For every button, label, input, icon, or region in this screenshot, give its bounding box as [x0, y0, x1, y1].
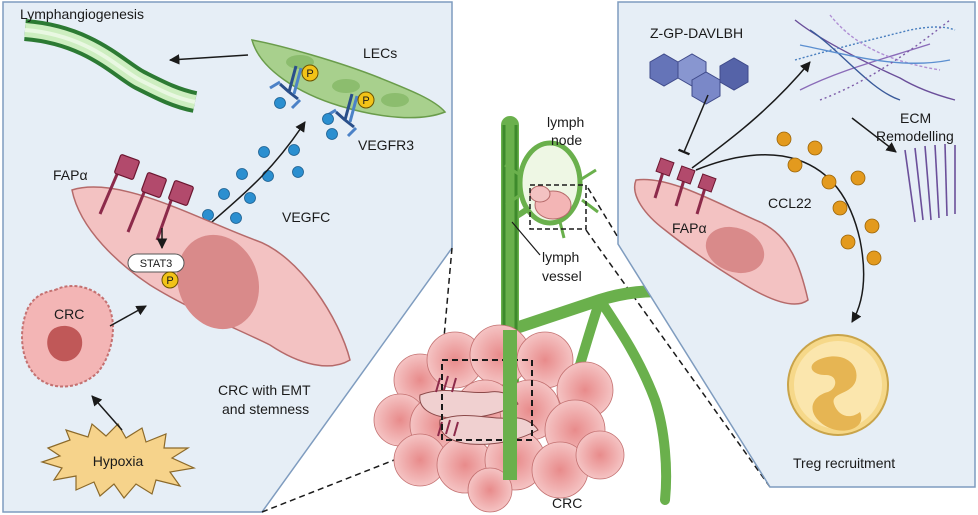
- svg-text:STAT3: STAT3: [140, 258, 173, 270]
- arrow-to-ecm: [691, 61, 811, 169]
- lymph-node-label-line2: node: [551, 132, 582, 148]
- lymph-node: [504, 140, 599, 239]
- fap-receptors-right: [653, 157, 717, 215]
- ccl22-label: CCL22: [768, 195, 812, 211]
- center-scene: lymph node lymph vessel: [261, 114, 771, 513]
- lec-cell: [250, 39, 447, 119]
- hypoxia-burst: [40, 422, 197, 499]
- right-panel-background: [617, 1, 976, 488]
- lymphatic-vessel-tube: [23, 19, 198, 113]
- svg-text:P: P: [166, 275, 173, 287]
- svg-text:P: P: [306, 68, 313, 80]
- stat3-node: STAT3 P: [127, 253, 185, 289]
- fap-left-label: FAPα: [53, 167, 88, 183]
- ecm-label-line1: ECM: [900, 110, 931, 126]
- phospho-badge-1: P: [301, 64, 319, 82]
- fap-receptors-left: [98, 154, 194, 241]
- treg-cell: [787, 334, 889, 436]
- fibroblast-right: [634, 178, 809, 305]
- treg-label: Treg recruitment: [793, 455, 895, 471]
- arrow-to-lymphangiogenesis: [168, 54, 249, 65]
- drug-molecule: [649, 53, 749, 105]
- emt-cell: [71, 186, 351, 367]
- arrow-crc-to-emt: [109, 305, 147, 327]
- arrow-to-treg: [695, 154, 865, 323]
- ecm-label-line2: Remodelling: [876, 128, 954, 144]
- zoom-line-right-bottom: [585, 229, 771, 488]
- lecs-label: LECs: [363, 45, 397, 61]
- ecm-fibers: [794, 14, 956, 101]
- fap-right-label: FAPα: [672, 220, 707, 236]
- left-panel: Lymphangiogenesis LECs P P VE: [2, 1, 453, 513]
- right-panel: Z-GP-DAVLBH ECM Remodelling: [617, 1, 976, 488]
- emt-label-line1: CRC with EMT: [218, 382, 311, 398]
- tumor-zoom-box: [441, 359, 533, 441]
- crc-cell: [21, 285, 114, 388]
- drug-label: Z-GP-DAVLBH: [650, 25, 743, 41]
- ccl22-particles: [776, 131, 882, 266]
- lymph-vessel-pointer: [511, 221, 541, 256]
- emt-label-line2: and stemness: [222, 401, 309, 417]
- arrow-ecm-remodelling: [851, 117, 897, 153]
- lymphangiogenesis-label: Lymphangiogenesis: [20, 6, 144, 22]
- zoom-line-right-top: [587, 187, 623, 245]
- vegfc-label: VEGFC: [282, 209, 330, 225]
- phospho-badge-2: P: [357, 91, 375, 109]
- hypoxia-label: Hypoxia: [93, 453, 144, 469]
- drug-inhibition-line: [678, 94, 709, 156]
- ecm-remodelled-fibers: [904, 143, 956, 223]
- vegfc-particles: [202, 97, 338, 224]
- vegfr3-label: VEGFR3: [358, 137, 414, 153]
- lymph-vessel-label-line2: vessel: [542, 268, 582, 284]
- lymph-node-label-line1: lymph: [547, 114, 584, 130]
- lymph-vessel-label-line1: lymph: [542, 249, 579, 265]
- vegfr3-receptor-1: [269, 65, 303, 110]
- svg-text:P: P: [362, 95, 369, 107]
- crc-tumor-label: CRC: [552, 495, 582, 511]
- arrow-hypoxia-to-crc: [91, 395, 123, 431]
- crc-cell-label: CRC: [54, 306, 84, 322]
